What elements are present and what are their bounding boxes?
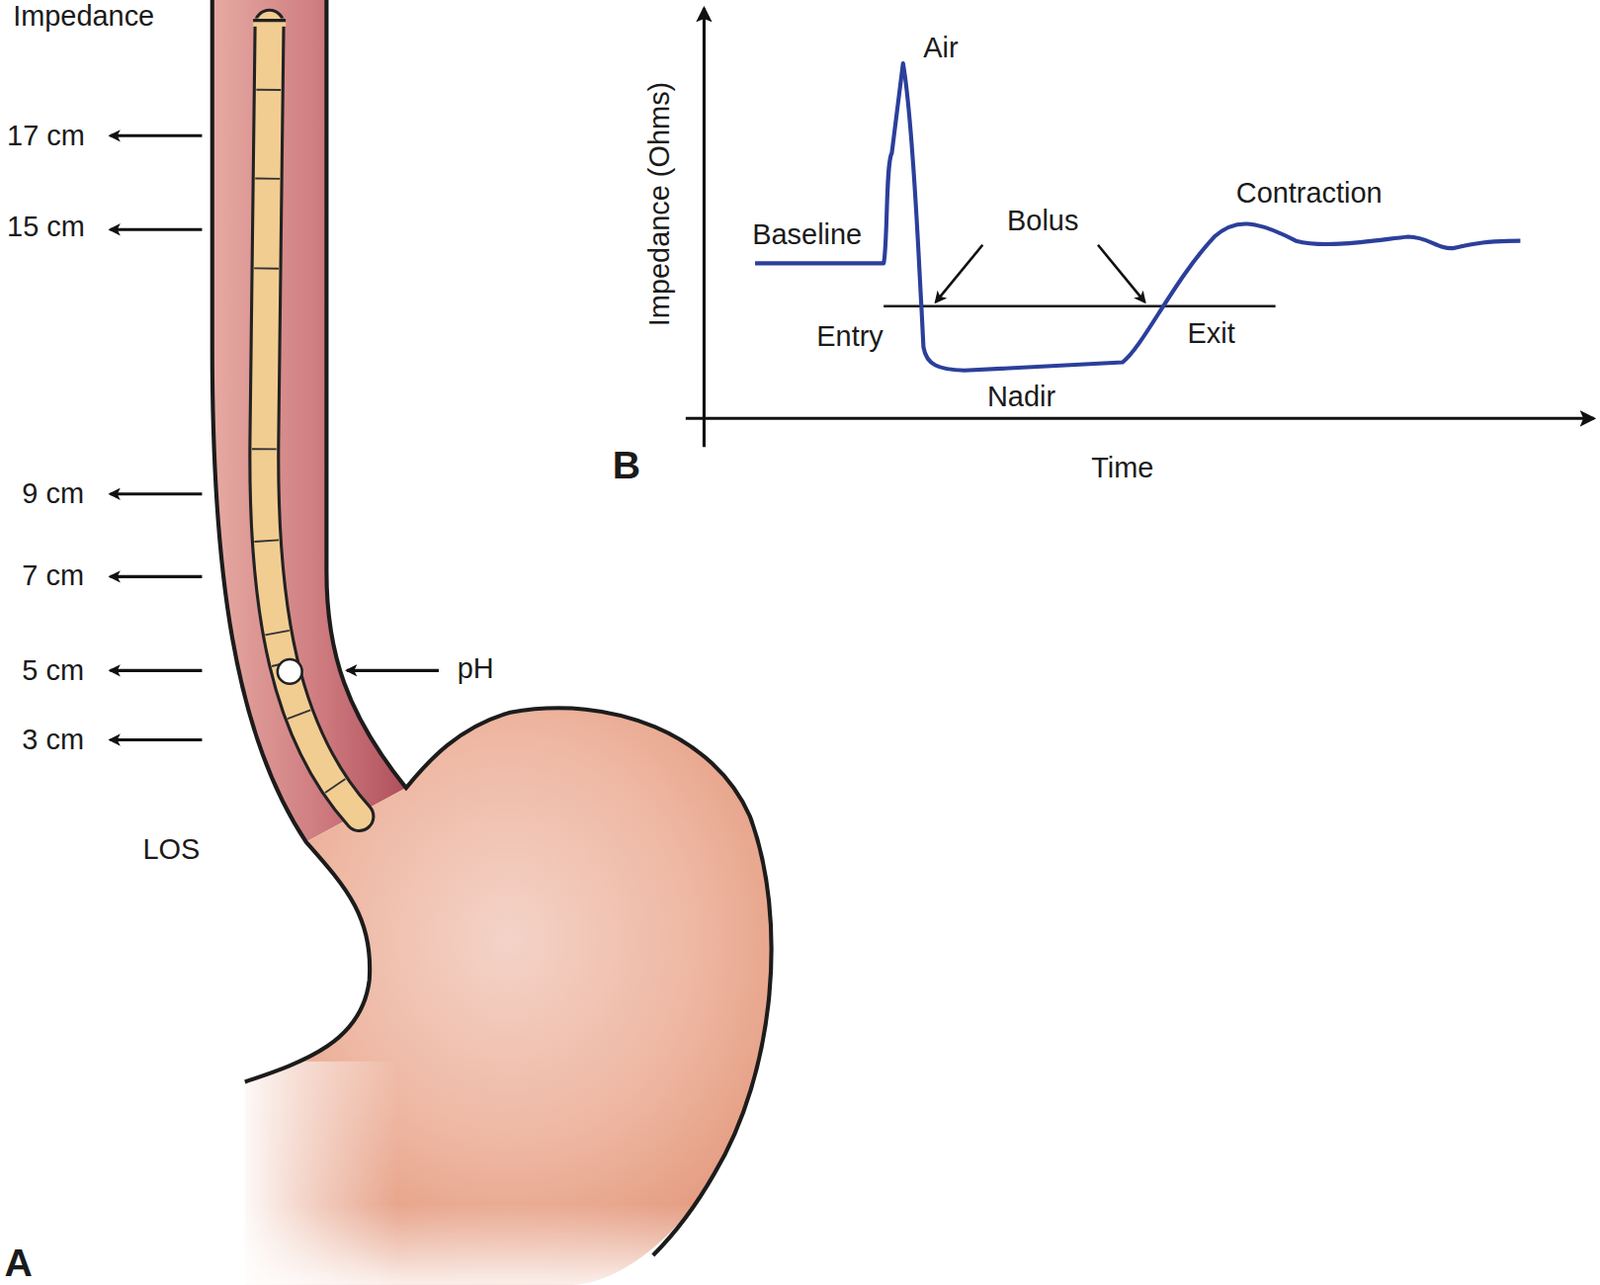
threshold-line <box>883 304 1275 308</box>
graph-axes <box>685 7 1595 447</box>
catheter-ring <box>325 778 345 793</box>
esophagus-lumen <box>212 0 407 843</box>
catheter-ring <box>253 539 279 542</box>
catheter-ring <box>264 630 289 635</box>
axis-label: Impedance (Ohms) <box>646 82 675 327</box>
trace-label: Exit <box>1186 319 1235 348</box>
distance-label: 15 cm <box>6 212 85 242</box>
esophagus-wall <box>212 0 370 1082</box>
trace-label: Entry <box>816 322 883 351</box>
axis-label: Time <box>1091 453 1154 483</box>
panel-letter: B <box>612 445 641 485</box>
panel-letter: A <box>3 1243 32 1282</box>
axis-title: Impedance <box>12 1 155 31</box>
esophagus-wall <box>326 0 771 1256</box>
catheter-ring <box>253 266 279 269</box>
distance-label: 3 cm <box>21 725 85 755</box>
sensor-label: pH <box>457 654 495 683</box>
impedance-trace <box>755 63 1520 371</box>
catheter-ring <box>255 88 281 91</box>
catheter-rings <box>252 89 346 793</box>
trace-label: Bolus <box>1007 207 1079 237</box>
distance-label: 17 cm <box>6 121 85 151</box>
catheter-outline <box>263 24 359 817</box>
leader-arrows <box>110 135 439 740</box>
bolus-arrows <box>935 245 1146 303</box>
distance-label: 7 cm <box>21 561 85 590</box>
trace-label: Nadir <box>987 382 1056 412</box>
trace-label: Contraction <box>1236 179 1383 209</box>
catheter-ring <box>287 709 311 719</box>
catheter-ring <box>252 447 277 450</box>
catheter-tip <box>252 18 286 27</box>
trace-label: Baseline <box>752 220 862 250</box>
distance-label: 5 cm <box>21 656 85 685</box>
ph-sensor <box>277 659 303 684</box>
sphincter-label: LOS <box>143 836 201 865</box>
trace-label: Air <box>923 33 958 63</box>
catheter <box>263 24 359 817</box>
catheter-ring <box>254 177 280 180</box>
distance-label: 9 cm <box>21 479 85 508</box>
catheter-tip <box>252 18 286 22</box>
